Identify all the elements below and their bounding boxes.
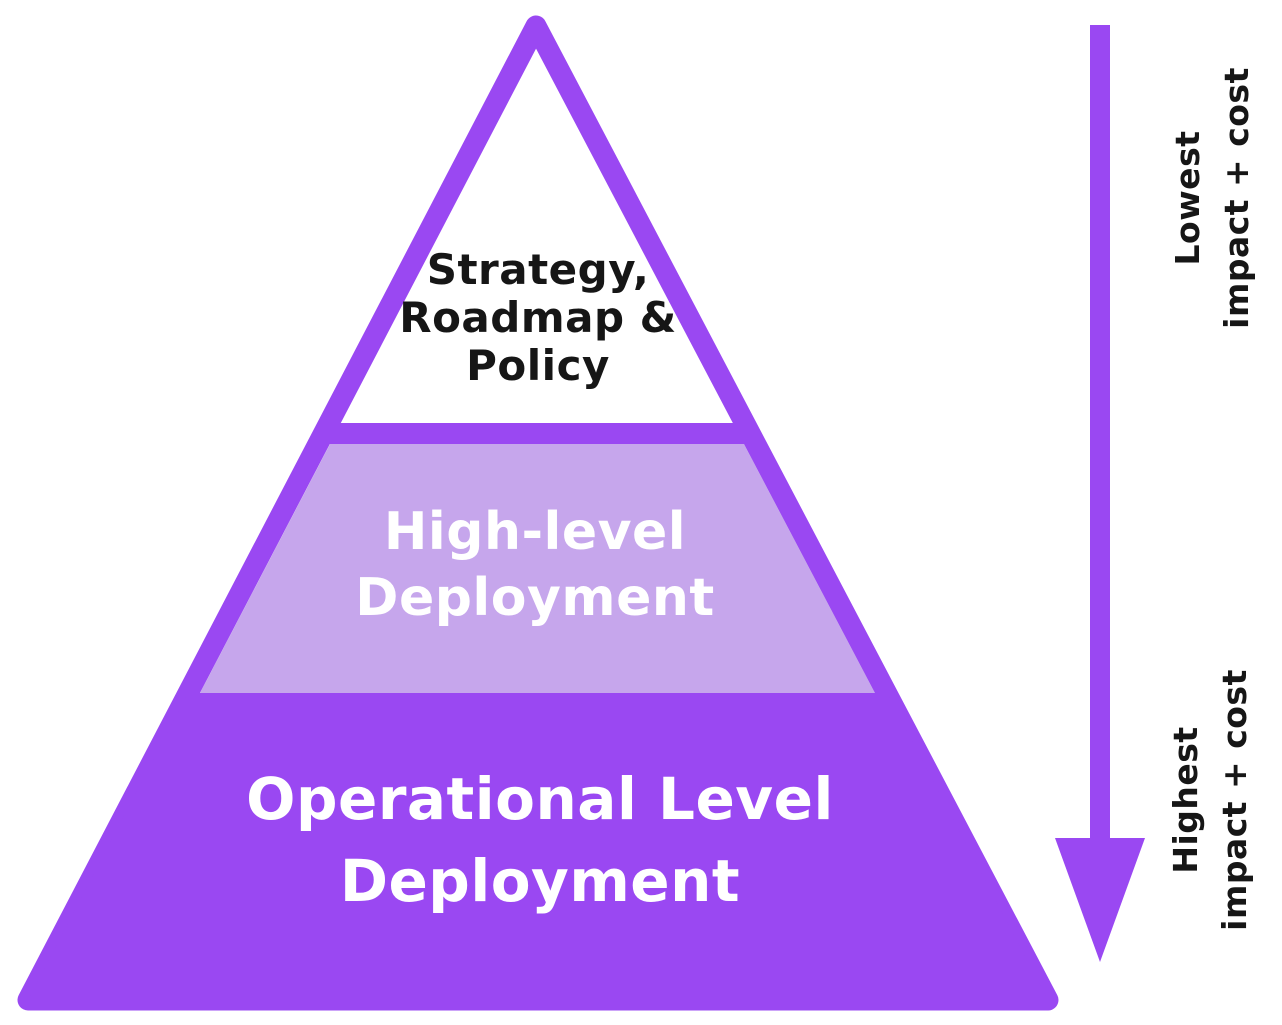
- arrow-shaft: [1090, 25, 1110, 839]
- tier-label-strategy: Strategy, Roadmap & Policy: [399, 245, 677, 390]
- down-arrow-icon: [1055, 25, 1145, 962]
- axis-label-lowest: Lowest impact + cost: [1168, 67, 1256, 329]
- arrow-head: [1055, 838, 1145, 962]
- axis-label-highest: Highest impact + cost: [1166, 669, 1254, 931]
- tier-label-operational: Operational Level Deployment: [246, 765, 834, 915]
- tier-bottom-fill: [28, 693, 1048, 1000]
- tier-divider-bar: [308, 423, 766, 444]
- tier-label-high-level: High-level Deployment: [355, 502, 715, 628]
- tier-mid-fill: [200, 444, 875, 693]
